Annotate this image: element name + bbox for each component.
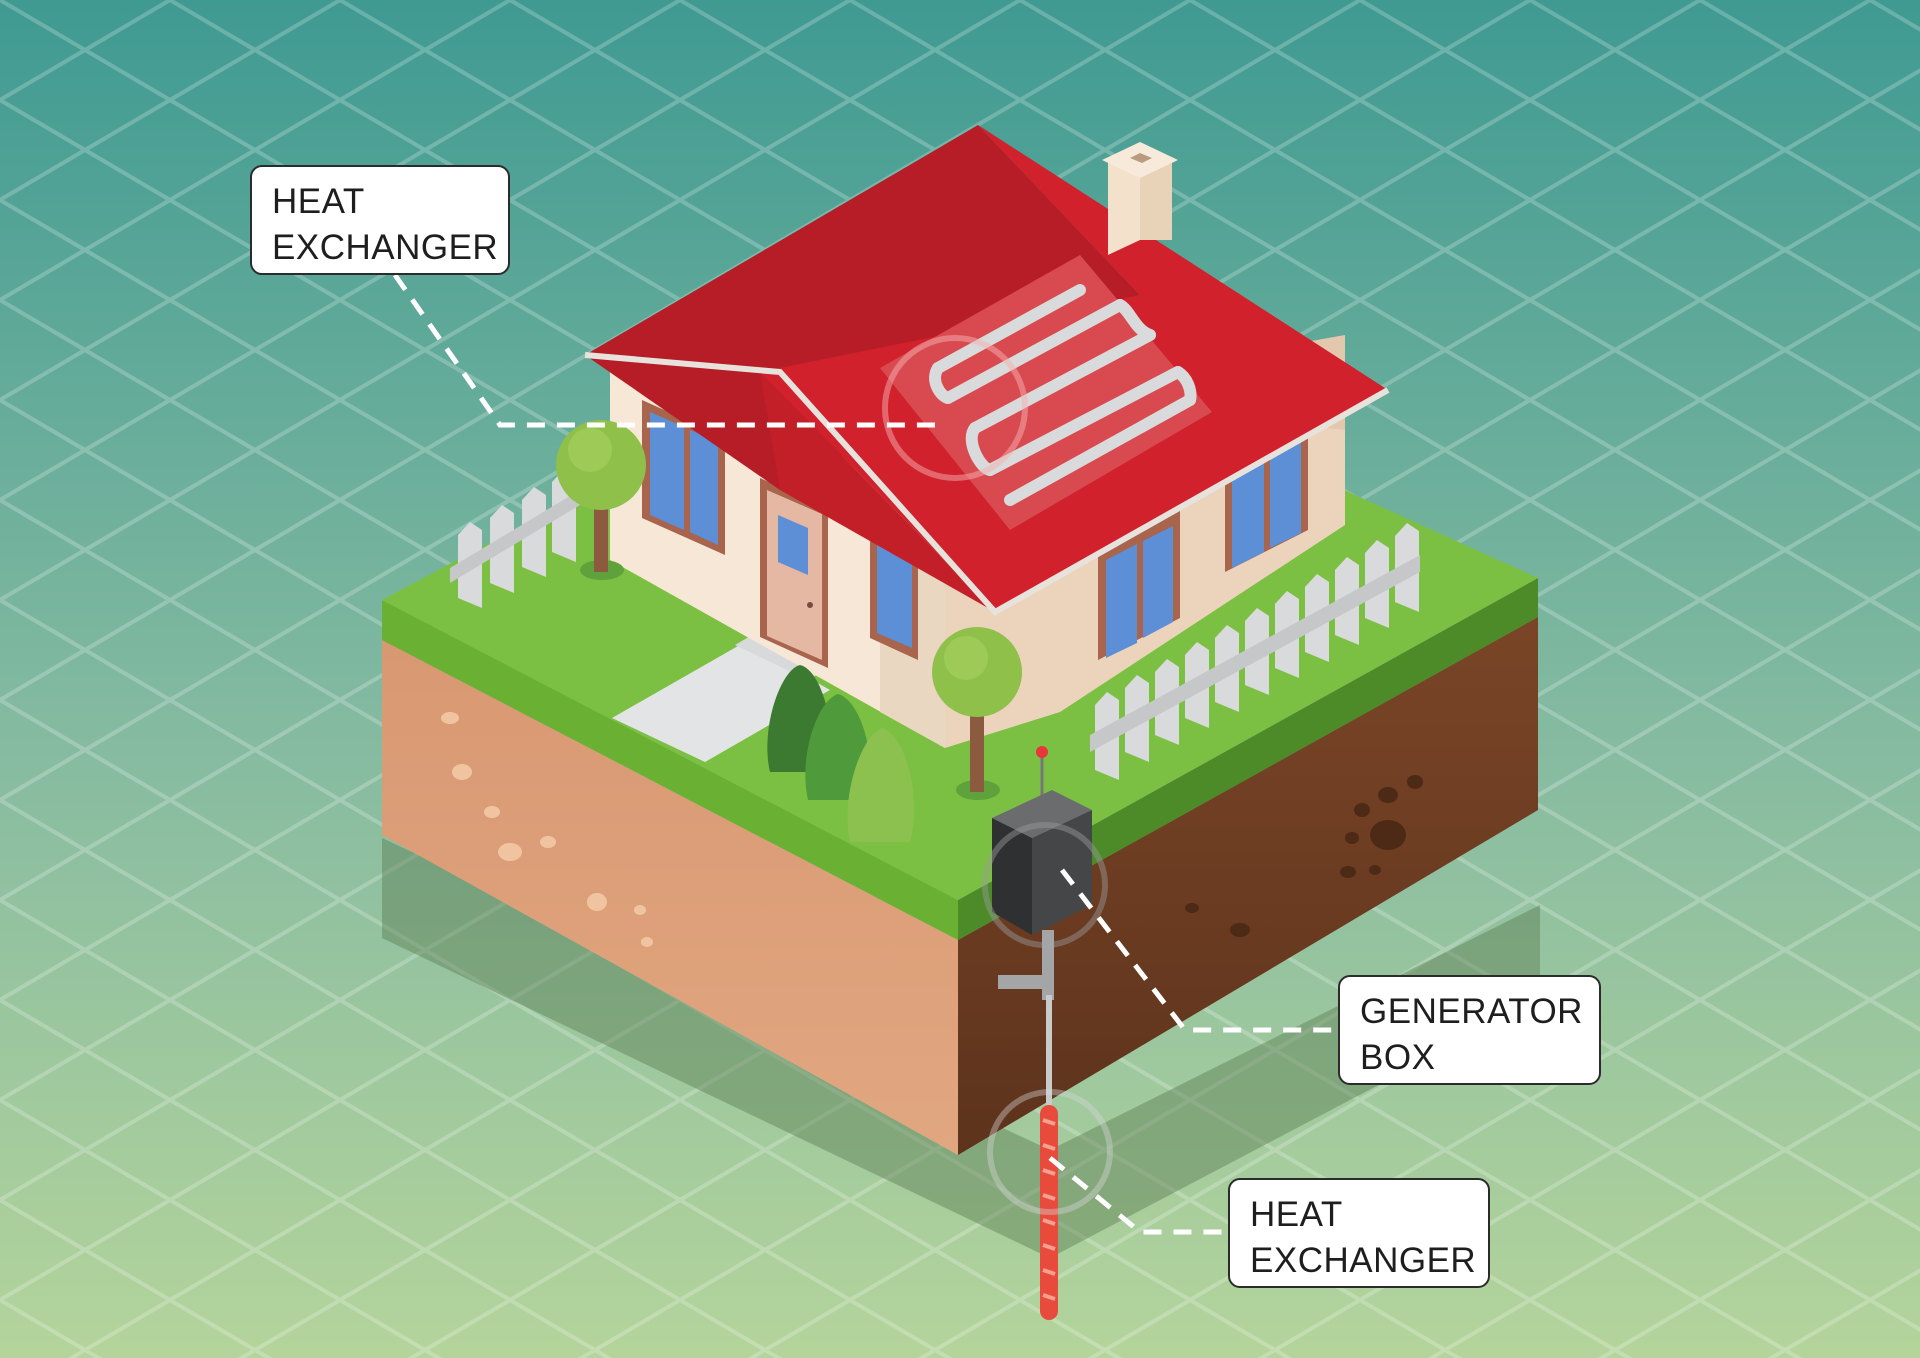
window <box>642 400 725 555</box>
callout-line: BOX <box>1360 1038 1436 1077</box>
window <box>1098 510 1180 660</box>
shrubs <box>767 665 914 842</box>
callout-line: EXCHANGER <box>1250 1241 1477 1280</box>
chimney <box>1102 142 1178 255</box>
leader-roof-heat-exchanger <box>392 273 945 428</box>
picket-fence-right <box>1090 523 1420 780</box>
picket-fence-left <box>450 469 580 608</box>
light-pebbles <box>441 712 653 947</box>
soil-right-face <box>958 617 1538 1155</box>
callout-line: HEAT <box>272 182 365 221</box>
roof-eave <box>584 352 1390 616</box>
house <box>584 125 1390 748</box>
roof-left-slope <box>585 125 1140 490</box>
callout-generator-box: GENERATOR BOX <box>1338 975 1601 1085</box>
window <box>1225 425 1308 572</box>
leader-ground-heat-exchanger <box>1048 1156 1230 1235</box>
front-walkway <box>612 642 830 762</box>
callout-line: GENERATOR <box>1360 992 1583 1031</box>
callout-roof-heat-exchanger: HEAT EXCHANGER <box>250 165 510 275</box>
front-door <box>760 478 828 668</box>
ground-heat-exchanger-probe <box>987 1089 1113 1320</box>
grass-edge-right <box>958 578 1538 940</box>
roof-heat-exchanger-panel <box>880 255 1212 530</box>
dark-pebbles <box>1185 775 1423 937</box>
callout-line: EXCHANGER <box>272 228 499 267</box>
roof-front-slope <box>760 372 995 612</box>
leader-generator-box <box>1060 868 1340 1033</box>
indicator-light <box>1036 746 1048 758</box>
soil-block <box>382 617 1538 1155</box>
tree <box>932 627 1022 800</box>
callout-line: HEAT <box>1250 1195 1343 1234</box>
callout-ground-heat-exchanger: HEAT EXCHANGER <box>1228 1178 1490 1288</box>
grass-edge-left <box>382 600 958 940</box>
soil-left-face <box>382 640 958 1155</box>
ground-shadow <box>382 838 1540 1258</box>
tree <box>556 420 646 580</box>
leader-lines <box>392 273 1340 1235</box>
